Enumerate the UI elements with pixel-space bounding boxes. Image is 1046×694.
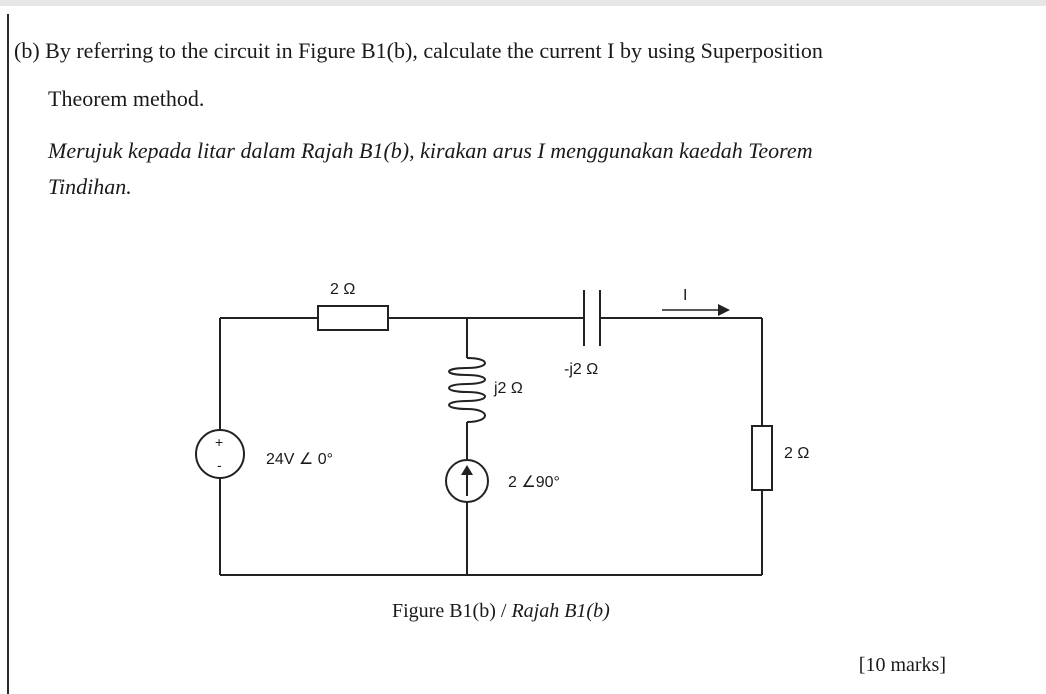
current-source-label: 2 ∠90° — [508, 474, 560, 491]
resistor-top — [317, 305, 389, 331]
current-label: I — [683, 287, 687, 304]
question-english-line2: Theorem method. — [48, 86, 205, 111]
resistor-top-label: 2 Ω — [330, 281, 355, 298]
question-malay-line2: Tindihan. — [48, 174, 132, 199]
resistor-right — [751, 425, 773, 491]
marks-label: [10 marks] — [858, 654, 946, 676]
question-malay-line1: Merujuk kepada litar dalam Rajah B1(b), … — [48, 138, 813, 163]
question-label: (b) — [14, 38, 40, 63]
capacitor — [583, 290, 601, 346]
question-english-text: By referring to the circuit in Figure B1… — [45, 38, 823, 63]
voltage-source — [195, 429, 245, 479]
question-english-line1: (b) By referring to the circuit in Figur… — [14, 36, 823, 66]
current-source — [445, 459, 489, 503]
inductor-label: j2 Ω — [493, 380, 523, 397]
page-top-band — [0, 0, 1046, 6]
figure-caption-my: Rajah B1(b) — [511, 600, 610, 622]
inductor — [448, 357, 486, 423]
left-margin-line — [7, 14, 9, 694]
voltage-plus-sign: + — [215, 434, 223, 450]
voltage-source-label: 24V ∠ 0° — [266, 451, 333, 468]
resistor-right-label: 2 Ω — [784, 445, 809, 462]
current-arrow — [662, 304, 730, 316]
figure-caption: Figure B1(b) / Rajah B1(b) — [392, 600, 610, 623]
figure-caption-en: Figure B1(b) / — [392, 600, 512, 622]
voltage-minus-sign: - — [217, 457, 222, 473]
capacitor-label: -j2 Ω — [564, 361, 598, 378]
circuit-wires — [219, 317, 763, 576]
